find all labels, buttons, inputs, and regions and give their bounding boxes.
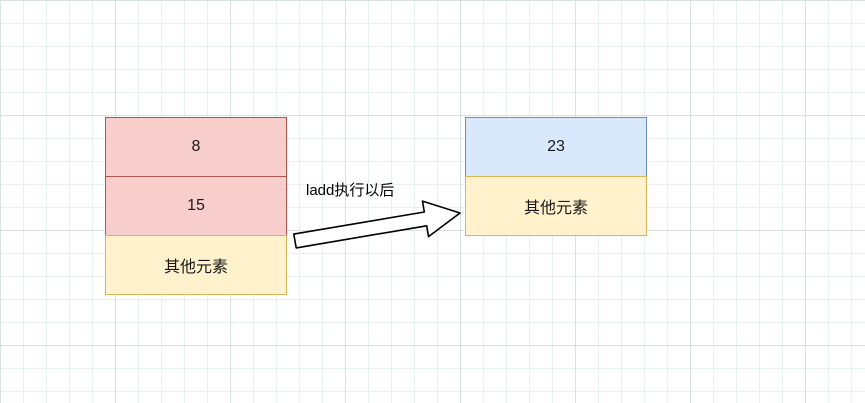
right-stack: 23 其他元素 bbox=[465, 117, 647, 236]
right-stack-cell-other-elements[interactable]: 其他元素 bbox=[465, 176, 647, 236]
left-stack: 8 15 其他元素 bbox=[105, 117, 287, 295]
left-stack-cell-middle[interactable]: 15 bbox=[105, 176, 287, 236]
left-stack-cell-other-elements[interactable]: 其他元素 bbox=[105, 235, 287, 295]
right-arrow-icon[interactable] bbox=[290, 196, 465, 254]
left-stack-cell-top[interactable]: 8 bbox=[105, 117, 287, 177]
arrow-label: ladd执行以后 bbox=[306, 182, 395, 199]
right-stack-cell-top[interactable]: 23 bbox=[465, 117, 647, 177]
